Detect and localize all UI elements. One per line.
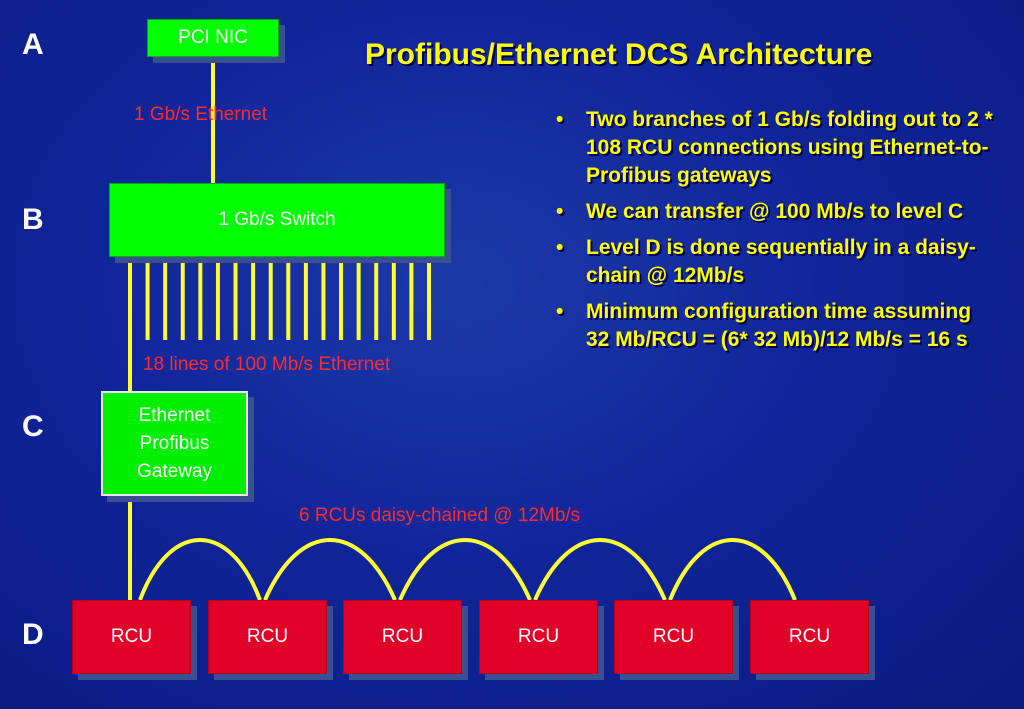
rcu-label: RCU — [246, 626, 289, 647]
bullet-text: Minimum configuration time assuming 32 M… — [586, 300, 972, 351]
daisy-chain-arc — [668, 538, 797, 601]
gateway-box: Ethernet Profibus Gateway — [101, 391, 248, 496]
pci-nic-label: PCI NIC — [178, 27, 248, 48]
gateway-label-line-2: Profibus — [139, 432, 210, 454]
daisy-chain-arc — [263, 538, 397, 601]
level-c-label: C — [22, 410, 44, 443]
rcu-label: RCU — [788, 626, 831, 647]
daisy-chain-label: 6 RCUs daisy-chained @ 12Mb/s — [299, 505, 581, 526]
rcu-box-1: RCU — [72, 600, 191, 674]
gateway-label-line-3: Gateway — [137, 460, 212, 482]
switch-box: 1 Gb/s Switch — [109, 183, 445, 257]
rcu-box-2: RCU — [208, 600, 327, 674]
bullet-item: • Level D is done sequentially in a daisy… — [556, 234, 996, 290]
level-b-label: B — [22, 203, 44, 236]
rcu-label: RCU — [652, 626, 695, 647]
rcu-box-6: RCU — [750, 600, 869, 674]
gigabit-ethernet-label: 1 Gb/s Ethernet — [134, 104, 268, 125]
daisy-chain-arcs — [138, 538, 797, 601]
pci-nic-box: PCI NIC — [147, 19, 279, 57]
bullet-text: Two branches of 1 Gb/s folding out to 2 … — [586, 108, 993, 187]
bullet-dot-icon: • — [556, 108, 564, 131]
gateway-label-line-1: Ethernet — [138, 404, 211, 426]
switch-label: 1 Gb/s Switch — [218, 209, 336, 230]
rcu-box-5: RCU — [614, 600, 733, 674]
daisy-chain-arc — [398, 538, 532, 601]
rcu-label: RCU — [381, 626, 424, 647]
rcu-label: RCU — [517, 626, 560, 647]
level-d-label: D — [22, 618, 44, 651]
bullet-text: We can transfer @ 100 Mb/s to level C — [586, 200, 964, 223]
slide-title: Profibus/Ethernet DCS Architecture — [365, 38, 873, 71]
bullet-list: • Two branches of 1 Gb/s folding out to 2… — [556, 106, 996, 362]
bullet-dot-icon: • — [556, 200, 564, 223]
daisy-chain-arc — [533, 538, 667, 601]
rcu-box-4: RCU — [479, 600, 598, 674]
daisy-chain-arc — [138, 538, 262, 601]
rcu-label: RCU — [110, 626, 153, 647]
lines-100mb-label: 18 lines of 100 Mb/s Ethernet — [143, 354, 391, 375]
bullet-item: • Minimum configuration time assuming 32 … — [556, 298, 996, 354]
switch-output-lines — [128, 257, 431, 391]
bullet-dot-icon: • — [556, 236, 564, 259]
bullet-item: • Two branches of 1 Gb/s folding out to 2… — [556, 106, 996, 190]
bullet-dot-icon: • — [556, 300, 564, 323]
bullet-item: • We can transfer @ 100 Mb/s to level C — [556, 198, 996, 226]
rcu-box-3: RCU — [343, 600, 462, 674]
level-a-label: A — [22, 28, 44, 61]
bullet-text: Level D is done sequentially in a daisy-… — [586, 236, 976, 287]
